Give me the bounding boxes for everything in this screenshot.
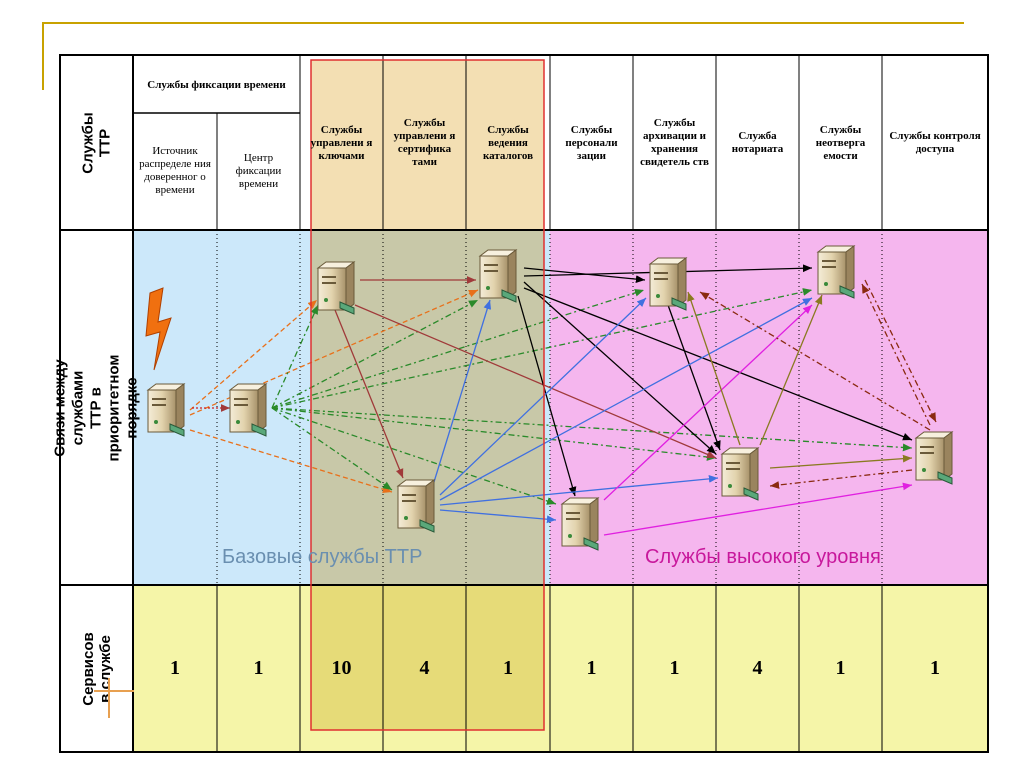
header-non-repudiation: Службы неотверга емости — [815, 123, 866, 162]
count-cell: 4 — [752, 657, 763, 679]
count-cell: 1 — [669, 657, 680, 679]
slide-accent-vertical — [108, 678, 110, 718]
highlight-count-bg — [311, 585, 544, 730]
slide-accent-horizontal — [94, 690, 134, 692]
server-icon — [146, 383, 186, 437]
slide-left-rule — [42, 22, 44, 90]
highlight-frame — [310, 59, 545, 731]
connection-lines — [189, 264, 937, 536]
sub-header-time-center: Центр фиксации времени — [235, 151, 282, 190]
count-cell: 1 — [503, 657, 513, 679]
server-icon — [816, 245, 856, 299]
server-icon — [648, 257, 688, 311]
high-zone-bg — [550, 230, 988, 585]
count-cell: 1 — [835, 657, 846, 679]
header-personalization: Службы персонали зации — [565, 123, 618, 162]
header-access-control: Службы контроля доступа — [889, 130, 981, 155]
header-cert-management: Службы управлени я сертифика тами — [393, 117, 456, 168]
header-notary: Служба нотариата — [731, 130, 784, 155]
count-cell: 1 — [170, 657, 180, 679]
count-cell: 10 — [331, 657, 352, 679]
count-row-bg — [133, 585, 988, 752]
slide-top-rule — [42, 22, 964, 24]
row-label-services: Службы ТТР — [60, 55, 133, 230]
row-label-links-text: Связи между службами ТТР в приоритетном … — [51, 354, 141, 461]
server-icon — [478, 249, 518, 303]
sub-header-time-source: Источник распределе ния доверенног о вре… — [139, 145, 211, 196]
row-label-services-text: Службы ТТР — [79, 111, 114, 174]
header-catalog: Службы ведения каталогов — [482, 123, 534, 162]
header-archiving: Службы архивации и хранения свидетель ст… — [640, 117, 709, 168]
server-icon — [316, 261, 356, 315]
server-icon — [720, 447, 760, 501]
count-cell: 4 — [419, 657, 430, 679]
zone-label-high: Службы высокого уровня — [645, 546, 881, 568]
row-label-count: Сервисов в службе — [60, 585, 133, 752]
lightning-icon — [145, 287, 172, 371]
server-icon — [228, 383, 268, 437]
header-key-management: Службы управлени я ключами — [310, 123, 373, 162]
server-icon — [914, 431, 954, 485]
highlight-header-bg — [311, 60, 544, 230]
server-icon — [396, 479, 436, 533]
group-header-time: Службы фиксации времени — [147, 79, 286, 91]
table-border — [59, 54, 989, 753]
count-cell: 1 — [930, 657, 940, 679]
server-icon — [560, 497, 600, 551]
zone-label-base: Базовые службы ТТР — [222, 546, 423, 568]
count-cell: 1 — [253, 657, 264, 679]
row-label-links: Связи между службами ТТР в приоритетном … — [52, 230, 141, 585]
count-cell: 1 — [586, 657, 597, 679]
